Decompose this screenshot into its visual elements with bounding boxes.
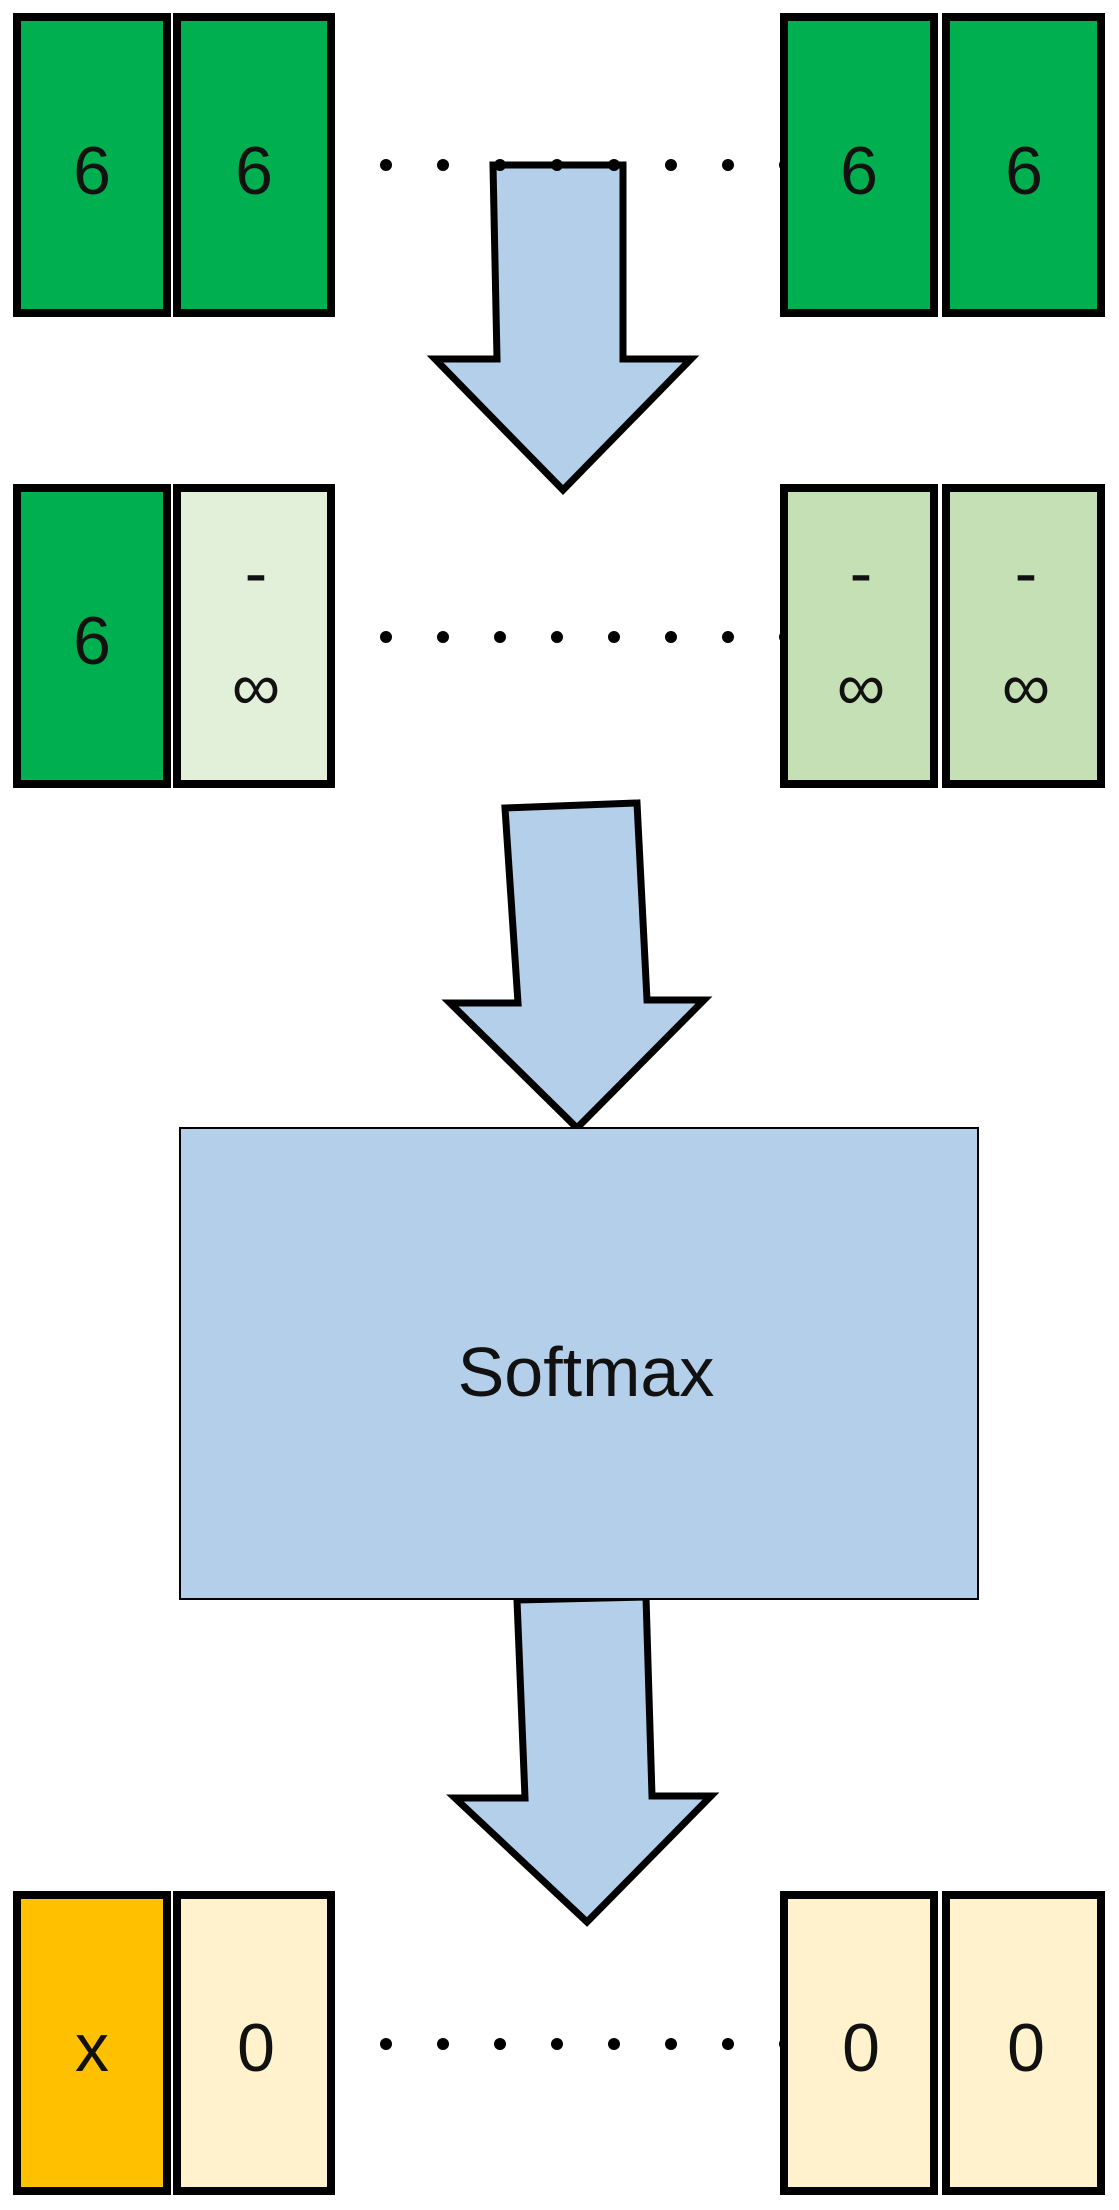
row-2-cell-4: - ∞ xyxy=(942,484,1105,788)
cell-box xyxy=(13,484,171,788)
ellipsis-dot xyxy=(380,159,392,171)
cell-value: 6 xyxy=(840,133,878,209)
ellipsis-dot xyxy=(551,159,563,171)
row-1-cell-3: 6 xyxy=(780,13,938,317)
ellipsis-dot xyxy=(665,2038,677,2050)
cell-value: 0 xyxy=(1007,2010,1045,2086)
cell-box xyxy=(780,1891,938,2195)
cell-value: 6 xyxy=(1005,133,1043,209)
softmax-block: Softmax xyxy=(179,1127,979,1600)
ellipsis-dot xyxy=(380,2038,392,2050)
cell-box xyxy=(942,484,1105,788)
ellipsis-dot xyxy=(551,2038,563,2050)
ellipsis-dot xyxy=(551,631,563,643)
ellipsis-dot xyxy=(722,159,734,171)
cell-value: x xyxy=(75,2010,109,2086)
ellipsis-dots xyxy=(380,159,791,2050)
cell-box xyxy=(942,13,1105,317)
row-3-cells: x 0 0 0 xyxy=(13,1891,1105,2195)
ellipsis-dot xyxy=(494,2038,506,2050)
cell-box xyxy=(173,484,335,788)
row-3-cell-1: x xyxy=(13,1891,171,2195)
cell-sign: - xyxy=(850,535,873,611)
cell-sign: - xyxy=(245,535,268,611)
cell-infinity: ∞ xyxy=(232,649,280,725)
ellipsis-dot xyxy=(437,159,449,171)
cell-value: 0 xyxy=(237,2010,275,2086)
ellipsis-dot xyxy=(380,631,392,643)
row-2-cell-3: - ∞ xyxy=(780,484,938,788)
cell-box xyxy=(780,13,938,317)
row-3-cell-3: 0 xyxy=(780,1891,938,2195)
row-2-cells: 6 - ∞ - ∞ - ∞ xyxy=(13,484,1105,788)
softmax-box xyxy=(179,1127,979,1600)
row-3-cell-4: 0 xyxy=(942,1891,1105,2195)
cell-value: 6 xyxy=(73,603,111,679)
ellipsis-dot xyxy=(437,631,449,643)
ellipsis-dot xyxy=(437,2038,449,2050)
cell-box xyxy=(173,13,335,317)
ellipsis-dot xyxy=(608,631,620,643)
ellipsis-dot xyxy=(722,2038,734,2050)
cell-value: 6 xyxy=(235,133,273,209)
cell-value: 0 xyxy=(842,2010,880,2086)
row-1-cell-1: 6 xyxy=(13,13,171,317)
ellipsis-dot xyxy=(608,2038,620,2050)
down-arrow-2 xyxy=(441,799,713,1133)
arrows xyxy=(426,161,720,1927)
ellipsis-dot xyxy=(494,159,506,171)
cell-box xyxy=(13,1891,171,2195)
cell-sign: - xyxy=(1015,535,1038,611)
cell-infinity: ∞ xyxy=(837,649,885,725)
cell-infinity: ∞ xyxy=(1002,649,1050,725)
softmax-label: Softmax xyxy=(458,1333,715,1411)
row-1-cell-4: 6 xyxy=(942,13,1105,317)
row-1-cell-2: 6 xyxy=(173,13,335,317)
cell-box xyxy=(942,1891,1105,2195)
ellipsis-dot xyxy=(665,631,677,643)
cell-box xyxy=(173,1891,335,2195)
ellipsis-dot xyxy=(665,159,677,171)
row-1-cells: 6 6 6 6 xyxy=(13,13,1105,317)
cell-box xyxy=(13,13,171,317)
row-2-cell-1: 6 xyxy=(13,484,171,788)
cell-value: 6 xyxy=(73,133,111,209)
down-arrow-3 xyxy=(446,1593,720,1927)
row-3-cell-2: 0 xyxy=(173,1891,335,2195)
down-arrow-1 xyxy=(426,161,700,496)
row-2-cell-2: - ∞ xyxy=(173,484,335,788)
ellipsis-dot xyxy=(494,631,506,643)
ellipsis-dot xyxy=(608,159,620,171)
cell-box xyxy=(780,484,938,788)
ellipsis-dot xyxy=(722,631,734,643)
